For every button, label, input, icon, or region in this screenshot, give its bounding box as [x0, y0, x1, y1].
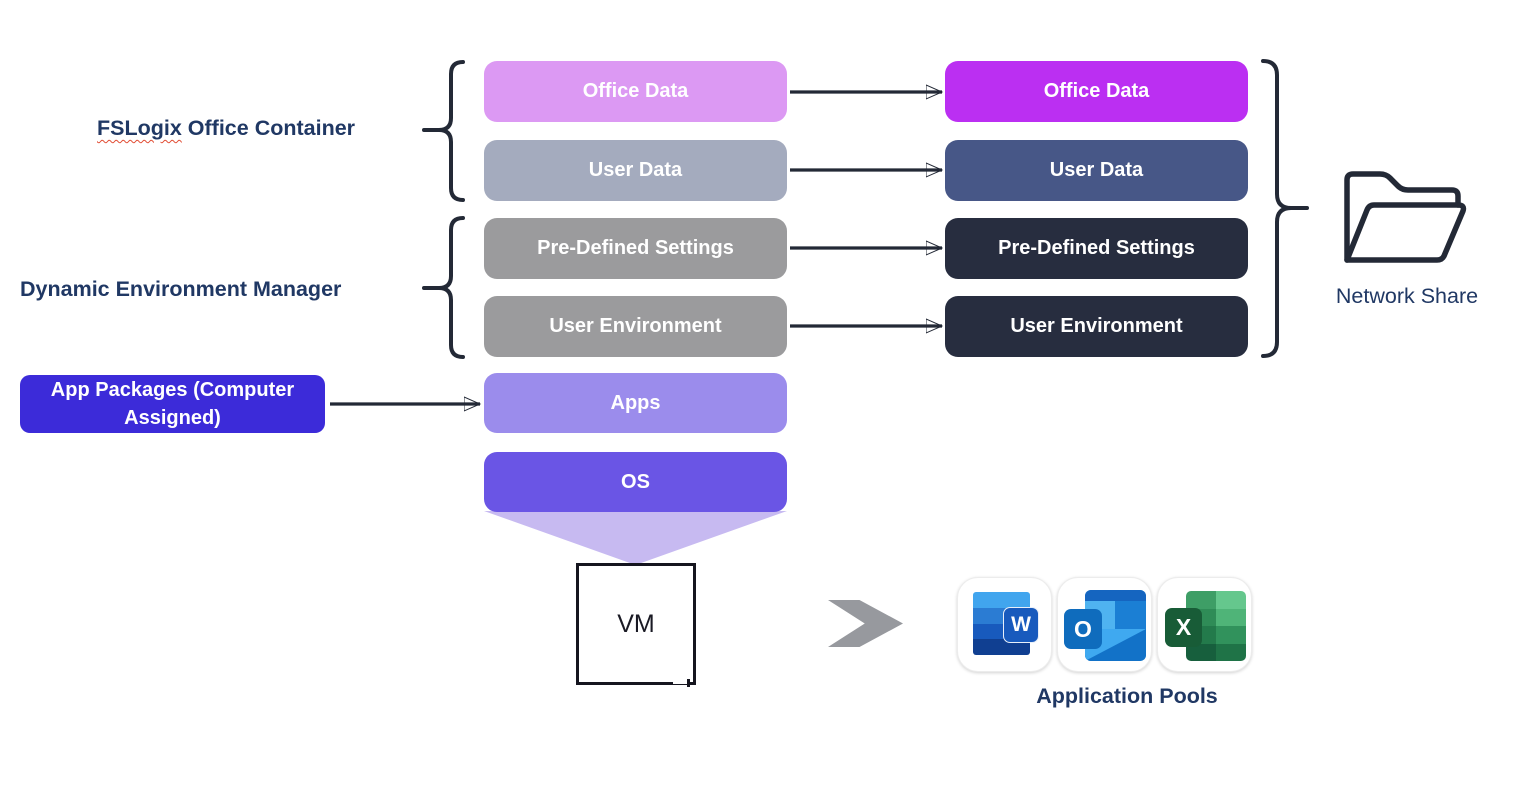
brace-fslogix [437, 60, 465, 202]
office-data-box-right: Office Data [945, 61, 1248, 122]
outlook-letter-badge: O [1064, 609, 1102, 649]
app-packages-box: App Packages (Computer Assigned) [20, 375, 325, 433]
excel-grid [1186, 591, 1246, 661]
vm-box: VM [576, 563, 696, 685]
vm-border-gap [673, 678, 690, 684]
vm-border-extension [687, 679, 690, 687]
vm-label: VM [617, 609, 655, 638]
user-environment-box-left: User Environment [484, 296, 787, 357]
application-pools-label: Application Pools [1036, 684, 1218, 708]
os-box: OS [484, 452, 787, 512]
label-dynamic-environment-manager: Dynamic Environment Manager [20, 277, 342, 301]
label-fslogix-office-container: FSLogix Office Container [97, 116, 356, 140]
brace-network-share [1261, 59, 1293, 358]
predefined-settings-box-left: Pre-Defined Settings [484, 218, 787, 279]
apps-box: Apps [484, 373, 787, 433]
user-data-box-left: User Data [484, 140, 787, 201]
office-data-box-left: Office Data [484, 61, 787, 122]
excel-icon: X [1157, 577, 1252, 672]
outlook-icon: O [1057, 577, 1152, 672]
user-data-box-right: User Data [945, 140, 1248, 201]
user-environment-box-right: User Environment [945, 296, 1248, 357]
word-icon: W [957, 577, 1052, 672]
word-letter-badge: W [1003, 607, 1039, 643]
folder-icon [1344, 171, 1467, 263]
predefined-settings-box-right: Pre-Defined Settings [945, 218, 1248, 279]
network-share-label: Network Share [1335, 284, 1479, 308]
fslogix-misspelled-word: FSLogix [97, 116, 182, 140]
excel-letter-badge: X [1165, 608, 1202, 647]
brace-dem [437, 216, 465, 359]
